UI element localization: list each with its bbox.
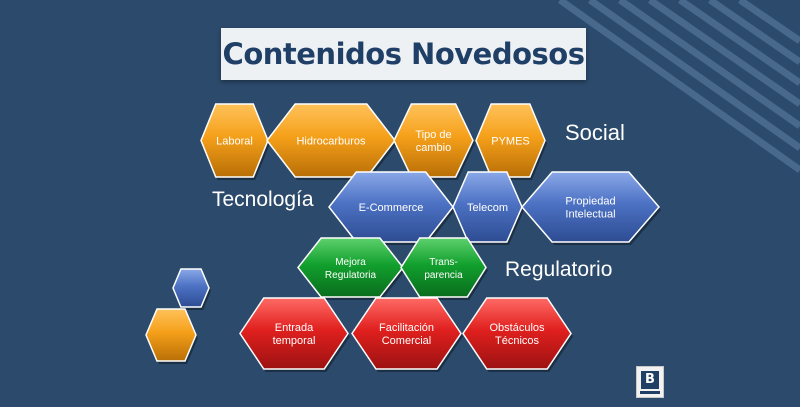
hexagon-label: Regulatoria	[325, 270, 377, 281]
hexagon-decor-orange-small	[145, 308, 198, 364]
hexagon-laboral: Laboral	[200, 103, 270, 180]
category-tecnologia-label: Tecnología	[212, 188, 314, 211]
hexagon-transparencia: Trans-parencia	[400, 237, 488, 300]
hexagon-label: Comercial	[382, 335, 432, 347]
hexagon-label: Tipo de	[415, 129, 451, 141]
hexagon-e-commerce: E-Commerce	[328, 171, 455, 245]
hexagon-label: temporal	[273, 335, 316, 347]
hexagon-label: Técnicos	[495, 335, 540, 347]
hexagon-shape	[400, 237, 487, 298]
hexagon-label: Facilitación	[379, 322, 434, 334]
hexagon-shape	[393, 103, 474, 178]
hexagon-shape	[239, 297, 349, 370]
hexagon-label: Mejora	[335, 257, 366, 268]
hexagon-label: Telecom	[467, 202, 508, 214]
hexagon-shape	[521, 171, 660, 243]
hexagon-label: cambio	[416, 142, 451, 154]
title-banner: Contenidos Novedosos	[221, 28, 586, 80]
page-title: Contenidos Novedosos	[222, 37, 585, 71]
category-social-label: Social	[565, 120, 625, 145]
hexagon-label: PYMES	[491, 136, 530, 148]
hexagon-label: Trans-	[429, 257, 458, 268]
hexagon-label: Laboral	[216, 136, 253, 148]
hexagon-label: E-Commerce	[359, 202, 424, 214]
hexagon-shape	[297, 237, 404, 298]
hexagon-label: Hidrocarburos	[296, 136, 366, 148]
hexagon-shape	[462, 297, 572, 370]
hexagon-label: Intelectual	[565, 209, 615, 221]
category-regulatorio-label: Regulatorio	[505, 258, 613, 281]
hexagon-shape	[452, 171, 523, 243]
hexagon-shape	[200, 103, 269, 178]
hexagon-telecom: Telecom	[452, 171, 524, 245]
hexagon-label: parencia	[424, 270, 463, 281]
hexagon-shape	[145, 308, 197, 362]
hexagon-label: Propiedad	[565, 196, 615, 208]
hexagon-pymes: PYMES	[475, 103, 547, 180]
hexagon-shape	[351, 297, 462, 370]
hexagon-shape	[475, 103, 546, 178]
hexagon-label: Entrada	[275, 322, 314, 334]
hexagon-label: Obstáculos	[489, 322, 545, 334]
hexagon-hidrocarburos: Hidrocarburos	[266, 103, 397, 180]
building-logo-icon: B	[636, 366, 664, 398]
hexagon-shape	[172, 268, 210, 308]
hexagon-decor-blue-small	[172, 268, 211, 310]
